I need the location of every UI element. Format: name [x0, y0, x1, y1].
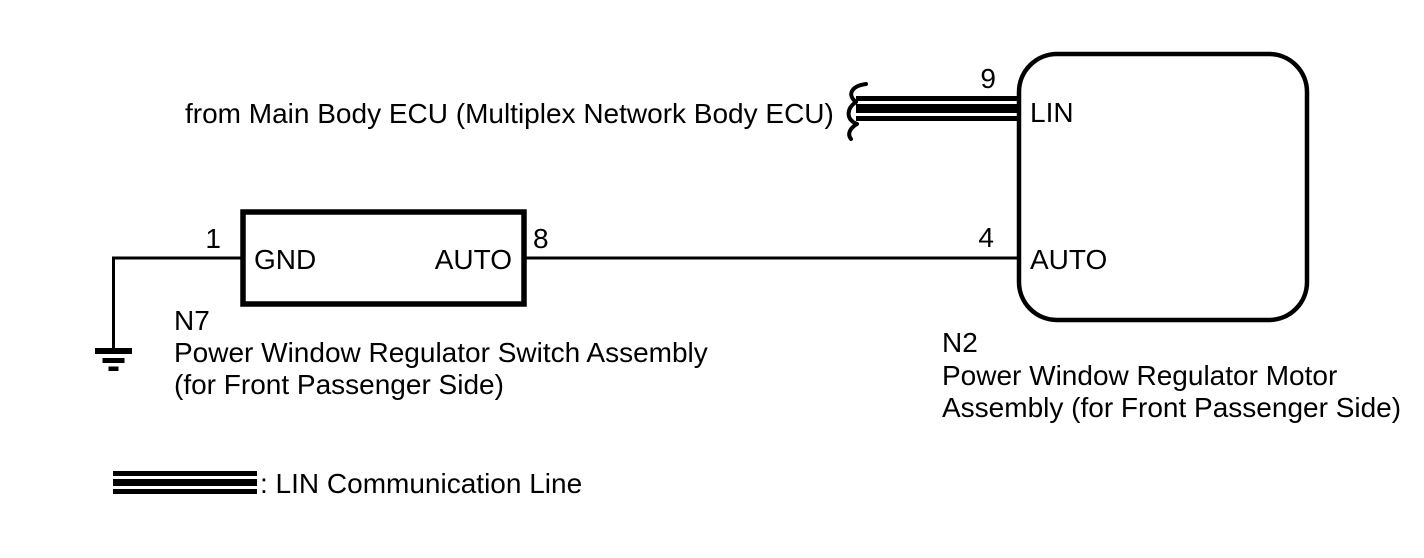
switch-gnd-pin-number: 1	[205, 223, 221, 254]
motor-auto-pin-number: 4	[978, 222, 994, 253]
switch-auto-pin-label: AUTO	[435, 244, 512, 275]
motor-name-line2: Assembly (for Front Passenger Side)	[942, 392, 1401, 423]
legend-label: : LIN Communication Line	[260, 468, 582, 499]
motor-code-label: N2	[942, 327, 978, 358]
lin-wire-stripe	[856, 116, 1019, 121]
motor-auto-pin-label: AUTO	[1030, 244, 1107, 275]
switch-name-line2: (for Front Passenger Side)	[174, 369, 504, 400]
switch-name-line1: Power Window Regulator Switch Assembly	[174, 337, 708, 368]
lin-wire-stripe	[856, 104, 1019, 113]
motor-name-line1: Power Window Regulator Motor	[942, 360, 1337, 391]
motor-lin-pin-label: LIN	[1030, 97, 1074, 128]
ground-bar	[95, 348, 132, 354]
ecu-source-label: from Main Body ECU (Multiplex Network Bo…	[185, 98, 834, 129]
legend-stripe	[113, 479, 257, 486]
switch-assembly-caption: N7 Power Window Regulator Switch Assembl…	[174, 305, 708, 400]
legend-stripe	[113, 471, 257, 476]
switch-auto-pin-number: 8	[533, 223, 549, 254]
motor-assembly-caption: N2 Power Window Regulator Motor Assembly…	[942, 327, 1401, 423]
ground-wire	[112, 256, 243, 349]
wire-continuation-squiggle-icon	[846, 82, 868, 141]
motor-assembly-box	[1016, 51, 1310, 323]
switch-code-label: N7	[174, 305, 210, 336]
motor-lin-pin-number: 9	[980, 63, 996, 94]
lin-communication-wire	[856, 96, 1019, 121]
ground-bar	[102, 358, 125, 363]
ground-bar	[108, 366, 119, 371]
ground-symbol-icon	[95, 348, 132, 371]
legend-lin-line-swatch	[113, 471, 257, 494]
legend-stripe	[113, 489, 257, 494]
lin-wire-stripe	[856, 96, 1019, 101]
legend: : LIN Communication Line	[113, 468, 582, 499]
switch-gnd-pin-label: GND	[254, 244, 316, 275]
